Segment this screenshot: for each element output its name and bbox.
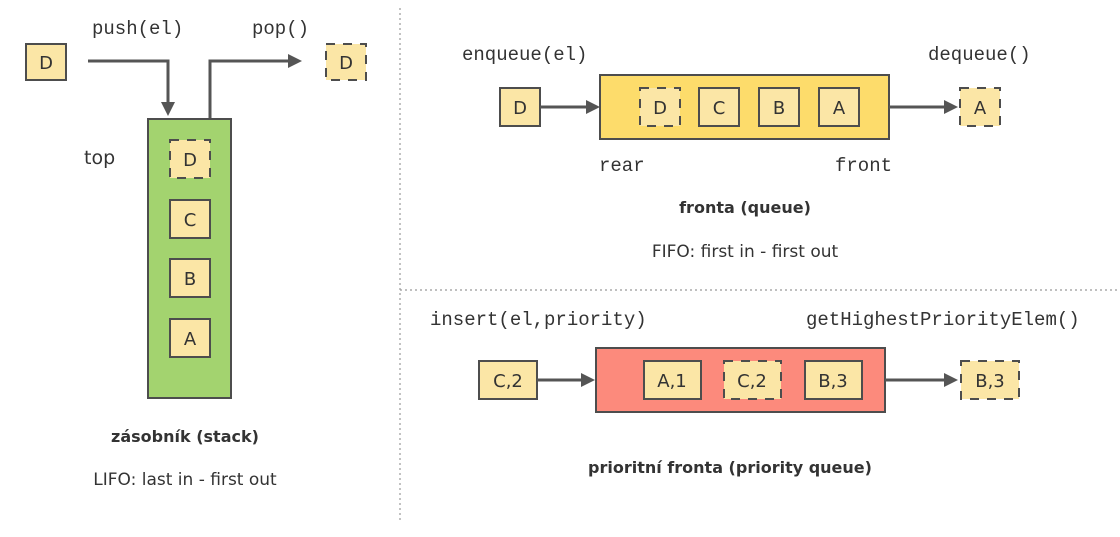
get-highest-label: getHighestPriorityElem() [806,309,1080,331]
queue-subtitle: FIFO: first in - first out [652,242,839,262]
pq-incoming-box [478,360,538,400]
queue-item-box [639,87,681,127]
pop-arrow [208,59,290,118]
queue-incoming-label: D [513,98,527,119]
pq-item-label: A,1 [657,371,687,392]
stack-incoming-box [25,43,67,81]
queue-outgoing-label: A [974,98,987,119]
stack-item-box [169,139,211,179]
queue-item-label: D [653,98,667,119]
stack-item-label: B [184,269,196,290]
queue-item-label: C [713,98,726,119]
insert-label: insert(el,priority) [430,309,647,331]
priority-queue-section: insert(el,priority) getHighestPriorityEl… [430,309,1080,477]
stack-item-box [169,258,211,298]
stack-subtitle: LIFO: last in - first out [93,470,277,490]
top-label: top [84,147,115,169]
stack-outgoing-box [325,43,367,81]
dequeue-label: dequeue() [928,44,1031,66]
pq-item-box [723,360,782,400]
stack-section: D push(el) pop() D top D C B A zásobník … [25,18,367,490]
pq-item-label: B,3 [818,371,848,392]
stack-item-label: A [184,329,197,350]
insert-arrow-head [581,373,595,387]
push-label: push(el) [92,18,183,40]
dequeue-arrow-head [944,100,958,114]
stack-item-label: C [184,210,197,231]
pq-incoming-label: C,2 [493,371,523,392]
queue-item-box [758,87,800,127]
push-arrow [88,59,170,104]
enqueue-label: enqueue(el) [462,44,587,66]
stack-title: zásobník (stack) [111,427,259,446]
stack-item-box [169,318,211,358]
pq-outgoing-box [960,360,1020,400]
stack-outgoing-label: D [339,53,353,74]
pop-arrow-head [288,54,302,68]
rear-label: rear [599,155,645,177]
queue-title: fronta (queue) [679,198,811,217]
stack-item-box [169,199,211,239]
pq-title: prioritní fronta (priority queue) [588,458,872,477]
queue-section: enqueue(el) dequeue() D D C B A A rear f… [462,44,1031,262]
push-arrow-head [161,102,175,116]
stack-incoming-label: D [39,53,53,74]
get-arrow-head [944,373,958,387]
pop-label: pop() [252,18,309,40]
pq-item-box [643,360,702,400]
queue-item-box [818,87,860,127]
pq-outgoing-label: B,3 [975,371,1005,392]
enqueue-arrow-head [586,100,600,114]
queue-item-label: B [773,98,785,119]
front-label: front [835,155,892,177]
queue-item-label: A [833,98,846,119]
queue-incoming-box [499,87,541,127]
pq-item-label: C,2 [737,371,767,392]
queue-outgoing-box [959,87,1001,127]
stack-item-label: D [183,150,197,171]
pq-item-box [804,360,863,400]
queue-item-box [698,87,740,127]
